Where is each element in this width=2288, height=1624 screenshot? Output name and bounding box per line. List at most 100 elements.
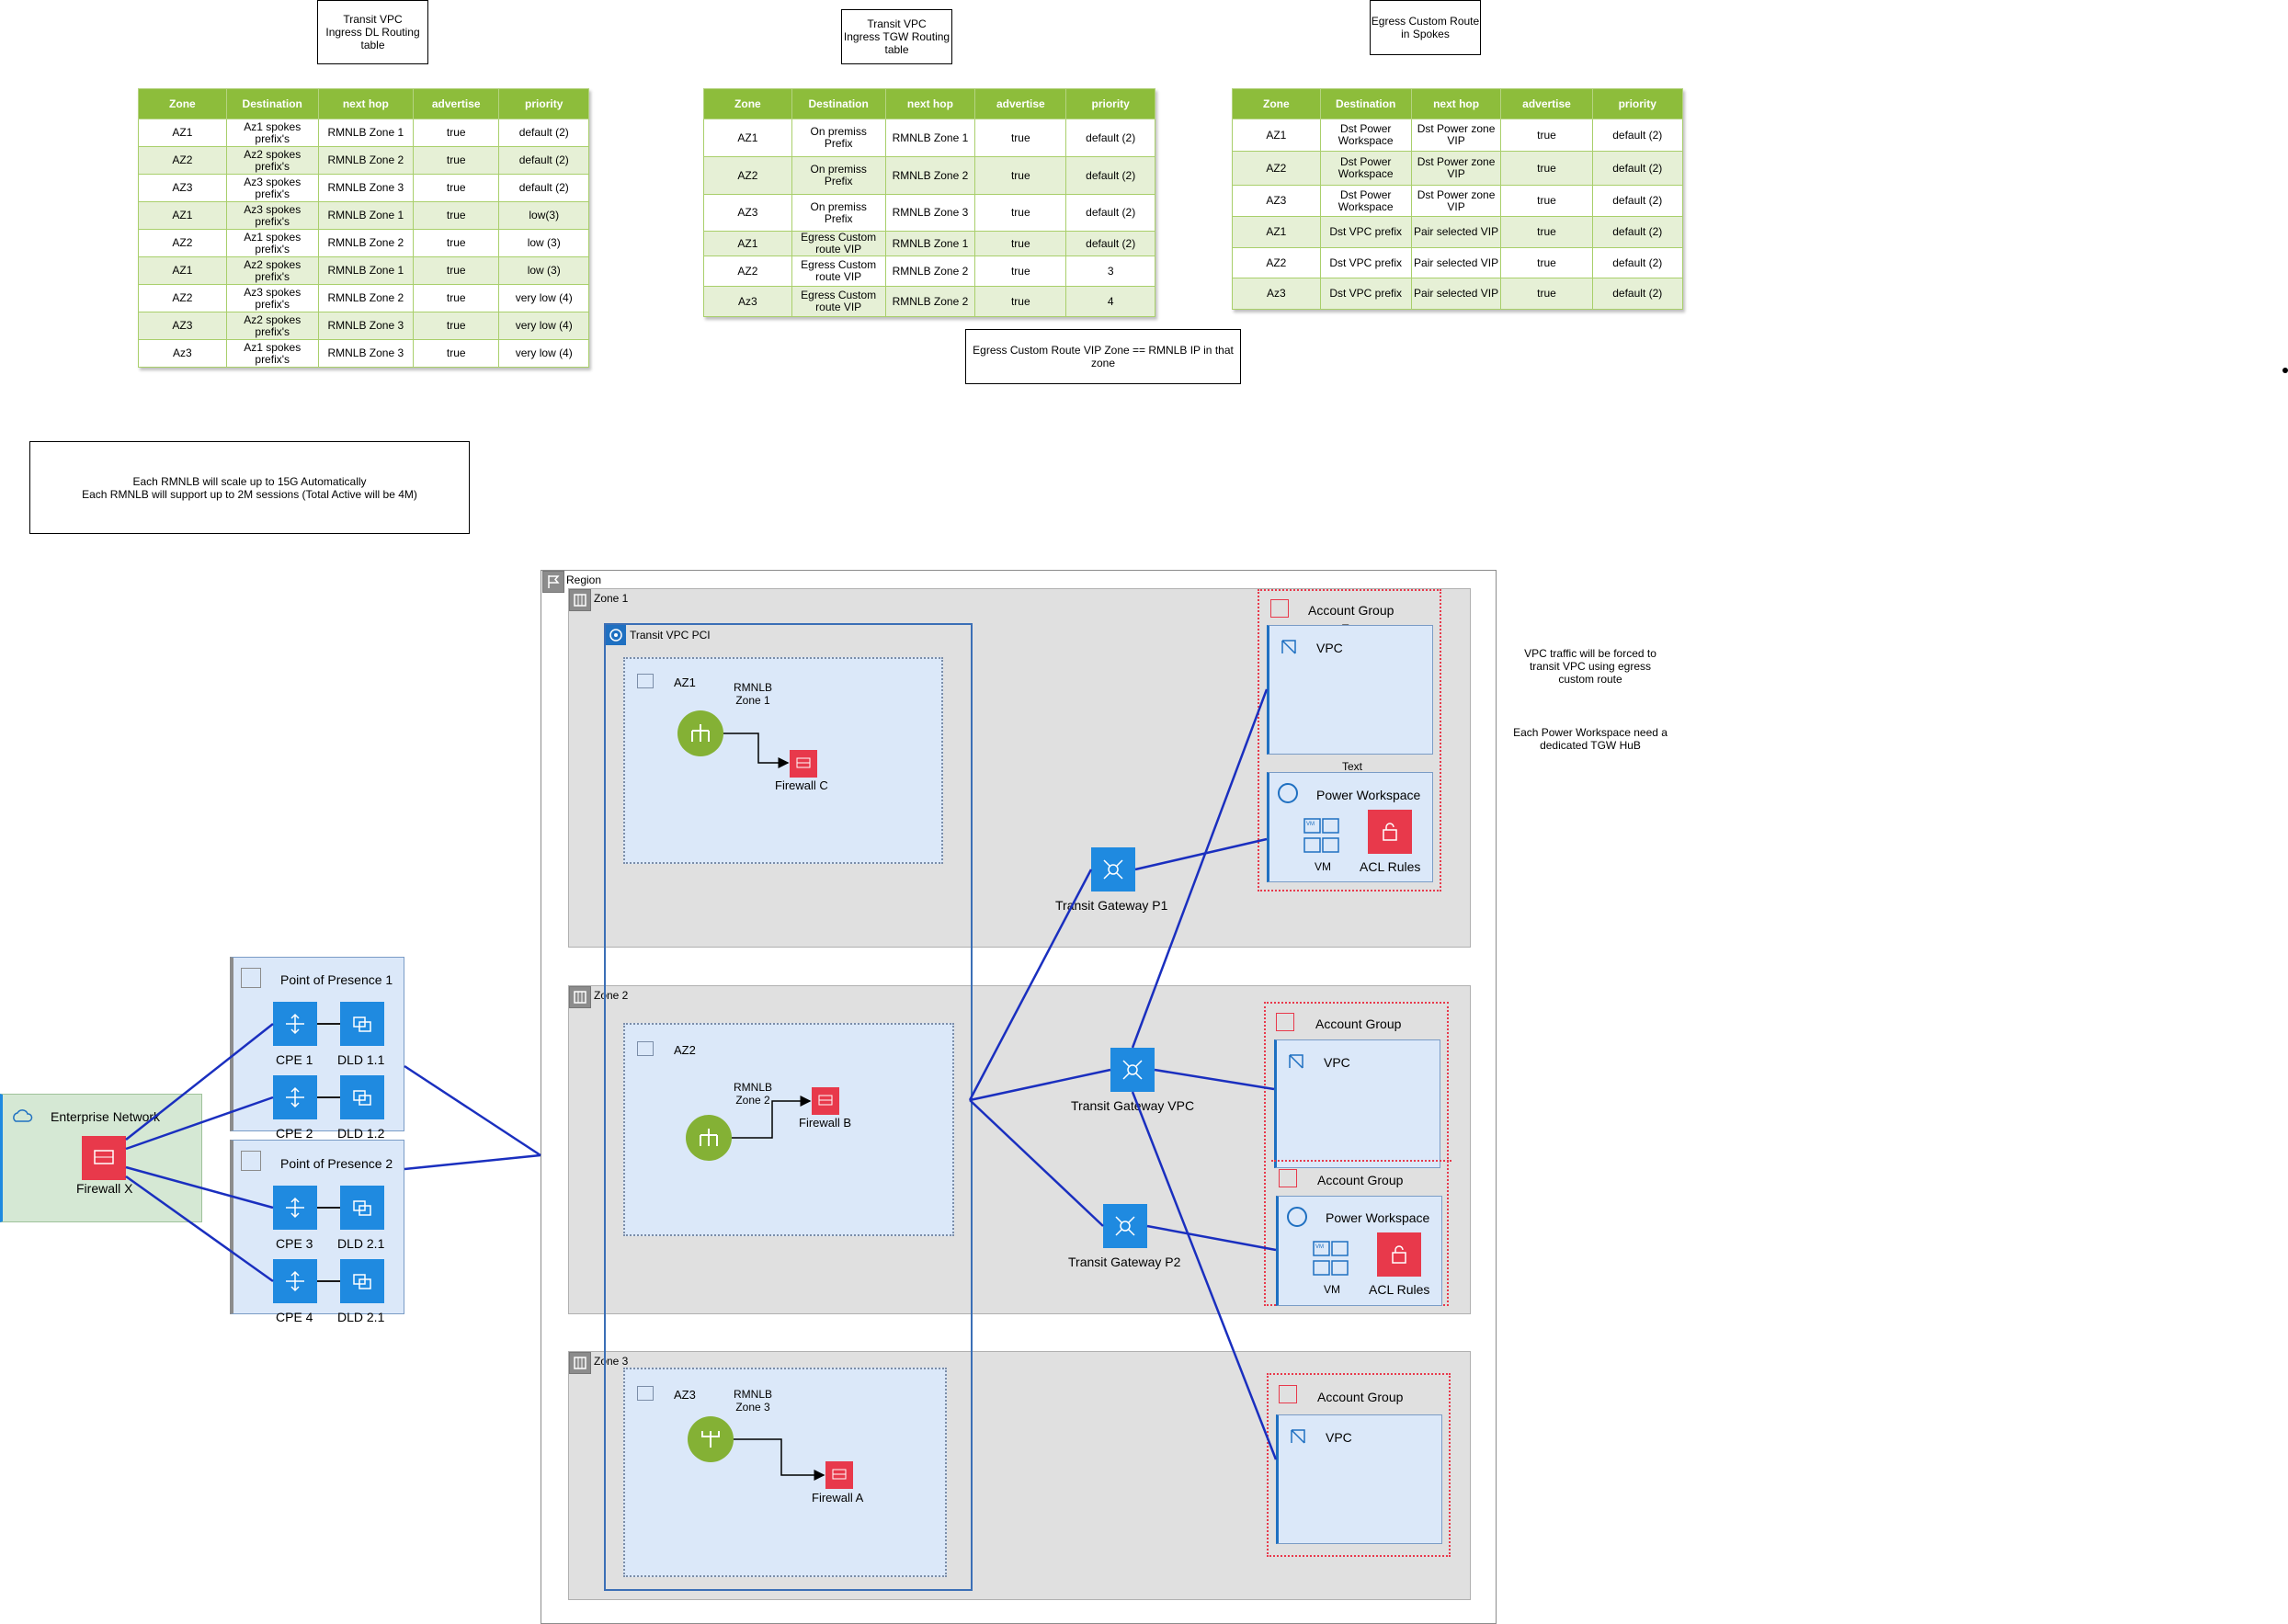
table-cell: Pair selected VIP bbox=[1410, 216, 1502, 248]
table-cell: true bbox=[412, 201, 500, 230]
rmnlb-zone-1-label: RMNLB Zone 1 bbox=[734, 681, 773, 707]
cloud-icon bbox=[11, 1106, 33, 1128]
table-header: Destination bbox=[1319, 88, 1412, 119]
enterprise-network-label: Enterprise Network bbox=[51, 1109, 161, 1124]
router-icon[interactable] bbox=[273, 1002, 317, 1046]
account-group-icon bbox=[1279, 1169, 1297, 1187]
table-header: Zone bbox=[703, 88, 792, 119]
table-cell: Az3 spokes prefix's bbox=[225, 201, 319, 230]
firewall-icon[interactable] bbox=[812, 1087, 839, 1115]
zone-1-icon bbox=[569, 589, 591, 611]
table-cell: RMNLB Zone 1 bbox=[884, 231, 976, 256]
table-cell: default (2) bbox=[498, 174, 589, 202]
router-icon[interactable] bbox=[273, 1186, 317, 1230]
transit-gateway-vpc-label: Transit Gateway VPC bbox=[1071, 1098, 1195, 1113]
table-cell: Pair selected VIP bbox=[1410, 247, 1502, 278]
table-header: next hop bbox=[317, 88, 414, 119]
table-cell: RMNLB Zone 1 bbox=[317, 256, 414, 285]
router-icon[interactable] bbox=[273, 1259, 317, 1303]
firewall-icon[interactable] bbox=[790, 750, 817, 778]
az1-label: AZ1 bbox=[674, 676, 696, 689]
load-balancer-icon[interactable] bbox=[677, 710, 723, 756]
direct-link-icon[interactable] bbox=[340, 1002, 384, 1046]
table-cell: AZ2 bbox=[138, 146, 227, 175]
power-workspace-label: Power Workspace bbox=[1316, 788, 1421, 802]
firewall-x-icon[interactable] bbox=[82, 1136, 126, 1180]
table-cell: Az3 bbox=[138, 339, 227, 368]
table-cell: RMNLB Zone 2 bbox=[317, 229, 414, 257]
scale-note: Each RMNLB will scale up to 15G Automati… bbox=[29, 441, 470, 534]
power-hub-note: Each Power Workspace need a dedicated TG… bbox=[1513, 726, 1668, 752]
load-balancer-icon[interactable] bbox=[686, 1115, 732, 1161]
table-cell: true bbox=[412, 339, 500, 368]
table-cell: true bbox=[412, 174, 500, 202]
table-cell: AZ1 bbox=[1232, 119, 1321, 152]
acl-rules-label: ACL Rules bbox=[1369, 1282, 1430, 1297]
az1-icon bbox=[637, 674, 654, 688]
table-cell: RMNLB Zone 1 bbox=[884, 119, 976, 157]
dld-2-2-label: DLD 2.1 bbox=[337, 1310, 385, 1324]
table-cell: true bbox=[974, 256, 1067, 287]
table-cell: true bbox=[1500, 119, 1593, 152]
table-cell: AZ2 bbox=[703, 156, 792, 195]
account-group-icon bbox=[1270, 599, 1289, 618]
table-cell: RMNLB Zone 3 bbox=[317, 339, 414, 368]
direct-link-icon[interactable] bbox=[340, 1075, 384, 1119]
table-cell: true bbox=[1500, 151, 1593, 186]
vm-icon bbox=[1303, 818, 1340, 855]
account-group-label: Account Group bbox=[1317, 1390, 1404, 1404]
table-cell: AZ1 bbox=[138, 119, 227, 147]
table-cell: very low (4) bbox=[498, 284, 589, 312]
direct-link-icon[interactable] bbox=[340, 1186, 384, 1230]
table-header: next hop bbox=[1410, 88, 1502, 119]
az1-box bbox=[623, 657, 943, 864]
dld-1-2-label: DLD 1.2 bbox=[337, 1126, 385, 1141]
transit-gateway-icon[interactable] bbox=[1091, 847, 1135, 891]
transit-gateway-icon[interactable] bbox=[1103, 1204, 1147, 1248]
table-header: Zone bbox=[138, 88, 227, 119]
vm-label: VM bbox=[1324, 1283, 1340, 1296]
lock-icon[interactable] bbox=[1377, 1232, 1421, 1277]
table-cell: 3 bbox=[1065, 256, 1155, 287]
firewall-c-label: Firewall C bbox=[775, 778, 828, 792]
table-cell: default (2) bbox=[1591, 247, 1684, 278]
pop-icon bbox=[241, 1151, 261, 1171]
vpc-box-zone3 bbox=[1276, 1414, 1442, 1544]
lock-icon[interactable] bbox=[1368, 810, 1412, 854]
table-cell: true bbox=[412, 312, 500, 340]
load-balancer-icon[interactable] bbox=[688, 1416, 734, 1462]
transit-gateway-icon[interactable] bbox=[1110, 1048, 1155, 1092]
pop1-region-link bbox=[404, 1064, 541, 1157]
table-header: advertise bbox=[974, 88, 1067, 119]
table-cell: default (2) bbox=[1591, 151, 1684, 186]
vpc-label: VPC bbox=[1324, 1055, 1350, 1070]
table-cell: Az1 spokes prefix's bbox=[225, 339, 319, 368]
firewall-icon[interactable] bbox=[825, 1461, 853, 1489]
table-header: Zone bbox=[1232, 88, 1321, 119]
table-cell: 4 bbox=[1065, 286, 1155, 317]
table-cell: AZ3 bbox=[1232, 185, 1321, 217]
dl-table-title: Transit VPC Ingress DL Routing table bbox=[317, 0, 428, 64]
table-cell: AZ2 bbox=[138, 284, 227, 312]
table-cell: RMNLB Zone 2 bbox=[884, 256, 976, 287]
table-cell: Dst VPC prefix bbox=[1319, 278, 1412, 310]
az2-label: AZ2 bbox=[674, 1043, 696, 1057]
direct-link-icon[interactable] bbox=[340, 1259, 384, 1303]
vm-badge: VM bbox=[1315, 1244, 1324, 1250]
transit-vpc-icon bbox=[606, 625, 626, 645]
router-icon[interactable] bbox=[273, 1075, 317, 1119]
table-cell: RMNLB Zone 3 bbox=[317, 174, 414, 202]
table-cell: default (2) bbox=[1591, 216, 1684, 248]
table-header: advertise bbox=[1500, 88, 1593, 119]
az3-label: AZ3 bbox=[674, 1388, 696, 1402]
table-cell: Az3 spokes prefix's bbox=[225, 174, 319, 202]
table-cell: Az3 bbox=[703, 286, 792, 317]
table-cell: AZ3 bbox=[138, 174, 227, 202]
table-cell: true bbox=[412, 119, 500, 147]
vpc-icon bbox=[1278, 636, 1300, 658]
table-header: priority bbox=[498, 88, 589, 119]
